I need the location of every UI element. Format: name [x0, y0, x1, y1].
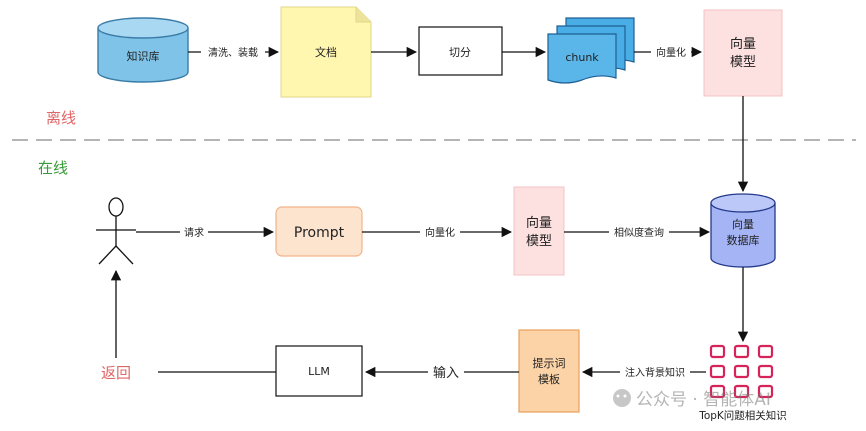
offline-label: 离线 [46, 109, 76, 127]
edge-label-inject-knowledge: 注入背景知识 [625, 366, 685, 379]
chunk-label: chunk [565, 51, 599, 64]
document-node: 文档 [280, 6, 372, 98]
edge-label-request: 请求 [184, 226, 204, 239]
vector-model-top-label-1: 向量 [730, 36, 756, 52]
online-label: 在线 [38, 159, 68, 177]
vector-model-mid-label-2: 模型 [526, 234, 552, 249]
watermark: 公众号 · 智能体AI [613, 389, 771, 410]
llm-label: LLM [308, 365, 330, 378]
vector-model-top-node: 向量 模型 [703, 9, 783, 97]
edge-label-clean-load: 清洗、装载 [208, 46, 258, 59]
topk-grid-icon [709, 344, 774, 399]
knowledge-base-label: 知识库 [127, 49, 160, 63]
split-label: 切分 [449, 46, 471, 59]
prompt-node: Prompt [275, 206, 363, 257]
prompt-template-label-1: 提示词 [533, 357, 566, 370]
split-node: 切分 [418, 26, 503, 76]
chunk-node: chunk [547, 17, 635, 84]
watermark-text: 公众号 · 智能体AI [636, 390, 771, 410]
vector-model-mid-label-1: 向量 [526, 215, 552, 231]
edge-label-vectorize-mid: 向量化 [425, 226, 455, 239]
knowledge-base-node: 知识库 [97, 17, 189, 83]
topk-label: TopK问题相关知识 [698, 409, 787, 422]
return-label: 返回 [101, 364, 131, 382]
vector-database-label-2: 数据库 [727, 233, 760, 247]
vector-database-label-1: 向量 [732, 217, 754, 231]
vector-database-node: 向量 数据库 [710, 193, 776, 268]
document-label: 文档 [315, 45, 337, 59]
prompt-template-node: 提示词 模板 [518, 329, 580, 413]
user-icon [96, 197, 136, 265]
edge-label-vectorize-top: 向量化 [656, 46, 686, 59]
prompt-label: Prompt [294, 225, 345, 241]
edge-label-similarity-query: 相似度查询 [614, 226, 664, 239]
vector-model-mid-node: 向量 模型 [513, 186, 565, 276]
llm-node: LLM [275, 345, 363, 397]
edge-label-input: 输入 [433, 365, 459, 381]
vector-model-top-label-2: 模型 [730, 55, 756, 70]
prompt-template-label-2: 模板 [538, 372, 560, 386]
